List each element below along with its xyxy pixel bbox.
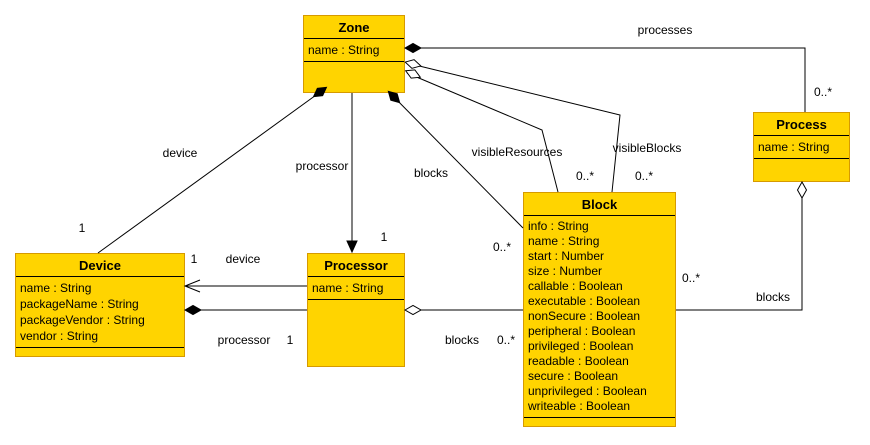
association-label-zone-device: device	[162, 146, 198, 160]
association-label-process-blocks: blocks	[755, 290, 791, 304]
multiplicity-visibleblocks: 0..*	[634, 169, 654, 183]
class-device[interactable]: Device name : String packageName : Strin…	[15, 253, 185, 357]
attribute: name : String	[20, 281, 92, 295]
class-device-title: Device	[16, 254, 184, 277]
edge-zone-device[interactable]	[97, 84, 329, 254]
edge-line	[406, 72, 559, 193]
class-block-attributes: info : String name : String start : Numb…	[524, 216, 675, 418]
class-block[interactable]: Block info : String name : String start …	[523, 192, 676, 427]
composition-diamond	[403, 42, 423, 54]
aggregation-diamond	[403, 304, 423, 316]
association-label-zone-processor: processor	[295, 159, 349, 173]
attribute: name : String	[308, 43, 380, 57]
edge-line	[97, 89, 324, 254]
multiplicity-zone-processor: 1	[380, 230, 388, 244]
aggregation-diamond	[796, 180, 808, 200]
edge-zone-blocks[interactable]	[385, 88, 524, 229]
association-label-device-device: device	[225, 252, 261, 266]
attribute: nonSecure : Boolean	[528, 309, 641, 323]
edge-zone-visibleblocks[interactable]	[404, 58, 621, 193]
multiplicity-processor-blocks: 0..*	[496, 333, 516, 347]
class-zone-attributes: name : String	[304, 39, 404, 62]
composition-diamond	[312, 86, 328, 98]
attribute: name : String	[758, 140, 830, 154]
class-process-title: Process	[754, 113, 849, 136]
association-label-visibleresources: visibleResources	[471, 145, 563, 159]
attribute: writeable : Boolean	[528, 399, 631, 413]
attribute: secure : Boolean	[528, 369, 619, 383]
multiplicity-device-device: 1	[190, 252, 198, 266]
edge-device-processor[interactable]	[183, 304, 307, 316]
composition-diamond	[183, 304, 203, 316]
multiplicity-visibleresources: 0..*	[575, 169, 595, 183]
association-label-processor-blocks: blocks	[444, 333, 480, 347]
association-label-device-processor: processor	[217, 333, 271, 347]
attribute: name : String	[312, 281, 384, 295]
edge-zone-processes[interactable]	[403, 42, 806, 113]
association-label-zone-blocks: blocks	[413, 166, 449, 180]
multiplicity-device-processor: 1	[286, 333, 294, 347]
attribute: readable : Boolean	[528, 354, 629, 368]
association-label-visibleblocks: visibleBlocks	[612, 141, 682, 155]
class-process-attributes: name : String	[754, 136, 849, 159]
attribute: executable : Boolean	[528, 294, 641, 308]
association-label-processes: processes	[637, 23, 693, 37]
attribute: name : String	[528, 234, 600, 248]
attribute: unprivileged : Boolean	[528, 384, 647, 398]
attribute: start : Number	[528, 249, 605, 263]
edge-zone-processor[interactable]	[346, 93, 358, 254]
class-zone-title: Zone	[304, 16, 404, 39]
arrowhead	[346, 240, 358, 254]
attribute: packageVendor : String	[20, 313, 145, 327]
attribute: peripheral : Boolean	[528, 324, 636, 338]
attribute: privileged : Boolean	[528, 339, 634, 353]
multiplicity-process-blocks: 0..*	[681, 271, 701, 285]
edge-processor-blocks[interactable]	[403, 304, 523, 316]
edge-process-blocks[interactable]	[676, 180, 808, 311]
edge-zone-visibleresources[interactable]	[404, 67, 559, 193]
open-arrowhead	[183, 279, 201, 293]
multiplicity-processes: 0..*	[813, 85, 833, 99]
aggregation-diamond	[404, 69, 422, 79]
edge-line	[389, 92, 524, 229]
class-block-title: Block	[524, 193, 675, 216]
attribute: vendor : String	[20, 329, 99, 343]
attribute: packageName : String	[20, 297, 139, 311]
class-processor[interactable]: Processor name : String	[307, 253, 405, 367]
edge-processor-device[interactable]	[183, 279, 307, 293]
class-zone[interactable]: Zone name : String	[303, 15, 405, 93]
attribute: callable : Boolean	[528, 279, 623, 293]
edge-line	[413, 47, 806, 112]
class-device-attributes: name : String packageName : String packa…	[16, 277, 184, 348]
class-process[interactable]: Process name : String	[753, 112, 850, 182]
edge-line	[676, 182, 803, 311]
composition-diamond	[387, 90, 401, 104]
attribute: size : Number	[528, 264, 603, 278]
class-processor-attributes: name : String	[308, 277, 404, 300]
attribute: info : String	[528, 219, 589, 233]
class-processor-title: Processor	[308, 254, 404, 277]
multiplicity-zone-blocks: 0..*	[492, 240, 512, 254]
multiplicity-zone-device: 1	[78, 221, 86, 235]
edge-line	[406, 62, 621, 193]
aggregation-diamond	[404, 59, 422, 69]
